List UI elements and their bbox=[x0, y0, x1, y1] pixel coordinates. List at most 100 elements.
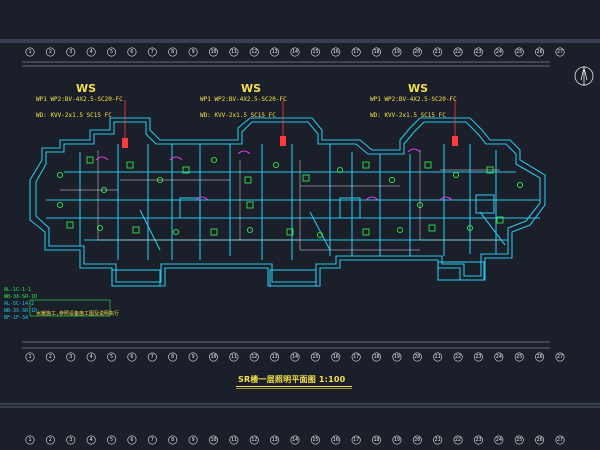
title-underline-secondary bbox=[236, 388, 352, 389]
axis-top-label: 23 bbox=[475, 49, 481, 55]
light-fixture-icon bbox=[182, 166, 190, 174]
axis-top-bubble bbox=[107, 47, 117, 57]
axis-top-bubble bbox=[45, 47, 55, 57]
axis-bottom-label: 9 bbox=[192, 354, 195, 360]
axis-top-label: 1 bbox=[28, 49, 31, 55]
side-note-1: AL-1C-1-1 bbox=[4, 287, 32, 293]
axis-bottom-label: 22 bbox=[455, 354, 461, 360]
axis-top-label: 8 bbox=[171, 49, 174, 55]
axis-lower-label: 3 bbox=[69, 437, 72, 443]
light-fixture-icon bbox=[96, 224, 104, 232]
axis-bottom-bubble bbox=[331, 352, 341, 362]
axis-top-label: 27 bbox=[557, 49, 563, 55]
axis-bottom-label: 3 bbox=[69, 354, 72, 360]
axis-lower-bubble bbox=[188, 435, 198, 445]
light-fixture-icon bbox=[86, 156, 94, 164]
light-fixture-icon bbox=[246, 226, 254, 234]
side-note-3: AL-5C-14-2 bbox=[4, 301, 35, 307]
light-fixture-icon bbox=[302, 174, 310, 182]
ws-circuit-2: WP1 WP2:BV-4X2.5-SC20-FC bbox=[200, 96, 287, 103]
axis-lower-bubble bbox=[208, 435, 218, 445]
axis-lower-label: 8 bbox=[171, 437, 174, 443]
axis-bottom-label: 10 bbox=[210, 354, 216, 360]
axis-top-label: 15 bbox=[312, 49, 318, 55]
axis-bottom-bubble bbox=[86, 352, 96, 362]
axis-bottom-bubble bbox=[514, 352, 524, 362]
axis-lower-label: 23 bbox=[475, 437, 481, 443]
light-fixture-icon bbox=[126, 161, 134, 169]
axis-lower-label: 26 bbox=[537, 437, 543, 443]
axis-top-bubble bbox=[25, 47, 35, 57]
axis-bottom-bubble bbox=[188, 352, 198, 362]
building-walls bbox=[29, 117, 546, 287]
light-fixture-icon bbox=[172, 228, 180, 236]
axis-lower-bubble bbox=[372, 435, 382, 445]
axis-bottom-label: 13 bbox=[272, 354, 278, 360]
axis-lower-label: 19 bbox=[394, 437, 400, 443]
bottom-dimension-lines bbox=[22, 341, 550, 349]
axis-bottom-label: 25 bbox=[516, 354, 522, 360]
north-arrow-icon bbox=[574, 66, 594, 86]
light-fixture-icon bbox=[56, 171, 64, 179]
switch-symbols bbox=[95, 148, 453, 201]
axis-bottom-bubble bbox=[372, 352, 382, 362]
ws-circuit-3: WP1 WP2:BV-4X2.5-SC20-FC bbox=[370, 96, 457, 103]
axis-top-label: 24 bbox=[496, 49, 502, 55]
axis-top-label: 3 bbox=[69, 49, 72, 55]
axis-lower-bubble bbox=[555, 435, 565, 445]
axis-lower-bubble bbox=[270, 435, 280, 445]
axis-top-label: 19 bbox=[394, 49, 400, 55]
axis-bottom-label: 26 bbox=[537, 354, 543, 360]
axis-top-label: 4 bbox=[90, 49, 93, 55]
axis-top-label: 21 bbox=[435, 49, 441, 55]
axis-bottom-label: 15 bbox=[312, 354, 318, 360]
axis-top-bubble bbox=[290, 47, 300, 57]
axis-top-bubble bbox=[310, 47, 320, 57]
axis-lower-bubble bbox=[392, 435, 402, 445]
axis-lower-label: 5 bbox=[110, 437, 113, 443]
axis-bottom-label: 24 bbox=[496, 354, 502, 360]
axis-top-bubble bbox=[453, 47, 463, 57]
axis-top-label: 20 bbox=[414, 49, 420, 55]
axis-top-bubble bbox=[147, 47, 157, 57]
axis-bottom-bubble bbox=[168, 352, 178, 362]
axis-top-label: 5 bbox=[110, 49, 113, 55]
axis-bottom-label: 19 bbox=[394, 354, 400, 360]
axis-lower-bubble bbox=[107, 435, 117, 445]
axis-top-bubble bbox=[555, 47, 565, 57]
axis-lower-label: 10 bbox=[210, 437, 216, 443]
axis-bottom-bubble bbox=[535, 352, 545, 362]
axis-top-bubble bbox=[473, 47, 483, 57]
axis-lower-label: 12 bbox=[251, 437, 257, 443]
axis-lower-bubble bbox=[514, 435, 524, 445]
axis-lower-bubble bbox=[453, 435, 463, 445]
light-fixture-icon bbox=[362, 161, 370, 169]
axis-top-bubble bbox=[208, 47, 218, 57]
axis-top-label: 16 bbox=[333, 49, 339, 55]
axis-lower-label: 20 bbox=[414, 437, 420, 443]
axis-bottom-bubble bbox=[45, 352, 55, 362]
axis-lower-bubble bbox=[494, 435, 504, 445]
axis-bottom-label: 11 bbox=[231, 354, 237, 360]
axis-top-bubble bbox=[412, 47, 422, 57]
axis-bottom-bubble bbox=[453, 352, 463, 362]
axis-bottom-label: 1 bbox=[28, 354, 31, 360]
light-fixture-icon bbox=[362, 228, 370, 236]
axis-top-label: 13 bbox=[272, 49, 278, 55]
ws-circuit-1: WP1 WP2:BV-4X2.5-SC20-FC bbox=[36, 96, 123, 103]
axis-top-bubble bbox=[392, 47, 402, 57]
axis-lower-label: 18 bbox=[374, 437, 380, 443]
legend-box bbox=[29, 299, 111, 317]
ws-tag-2: WS bbox=[241, 82, 262, 95]
axis-bottom-label: 14 bbox=[292, 354, 298, 360]
axis-bottom-label: 21 bbox=[435, 354, 441, 360]
axis-bottom-label: 5 bbox=[110, 354, 113, 360]
axis-lower-label: 22 bbox=[455, 437, 461, 443]
axis-lower-bubble bbox=[290, 435, 300, 445]
axis-top-bubble bbox=[168, 47, 178, 57]
light-fixture-icon bbox=[132, 226, 140, 234]
axis-top-bubble bbox=[127, 47, 137, 57]
